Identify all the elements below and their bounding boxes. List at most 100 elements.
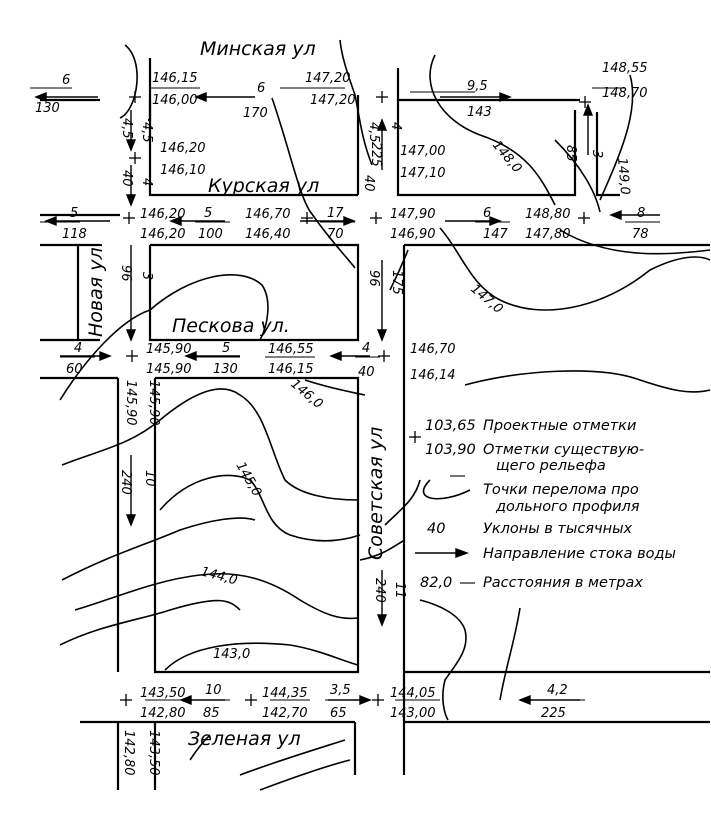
street-labels: Минская ул Курская ул Пескова ул. Новая …: [85, 38, 387, 750]
legend-break-label-1: Точки перелома про: [483, 482, 639, 498]
flow-arrow: [582, 103, 594, 155]
flow-arrow: [376, 260, 388, 342]
elevation-label: 147,10: [400, 166, 446, 181]
contour-top-left: [119, 44, 138, 119]
distance-value: 225: [368, 142, 383, 167]
legend-existing-label-1: Отметки существую-: [483, 442, 644, 458]
elevation-label: 146,55: [268, 342, 314, 357]
slope-value: 6: [257, 81, 265, 96]
contour-zelenaya-1: [189, 734, 211, 761]
flow-arrow: [125, 165, 137, 207]
contour-144-left: [61, 517, 256, 581]
contour-144: [74, 572, 359, 620]
elevation-label: 146,15: [152, 71, 198, 86]
elevation-label: 147,90: [390, 207, 436, 222]
flow-arrow: [44, 215, 110, 227]
contour-147: [439, 227, 711, 311]
legend-distance-label: Расстояния в метрах: [483, 575, 643, 591]
contour-148: [429, 54, 556, 206]
slope-value: 5: [222, 341, 230, 356]
flow-arrow: [440, 91, 512, 103]
contour-label: 148,0: [489, 138, 524, 176]
elevation-label: 146,90: [390, 227, 436, 242]
flow-arrow: [300, 215, 356, 227]
contour-zelenaya-3: [259, 759, 351, 791]
slope-value: 3,5: [330, 683, 351, 698]
elevation-label: 145,90: [146, 362, 192, 377]
flow-arrow: [125, 110, 137, 152]
contour-sov-1: [359, 539, 406, 561]
distance-value: 10: [142, 470, 157, 487]
slope-value: 4,5: [119, 118, 134, 139]
street-kurskaya: Курская ул: [208, 175, 319, 197]
break-point-cross: [120, 694, 132, 706]
elevation-label: 145,90: [146, 380, 161, 426]
break-point-crosses: [120, 91, 591, 706]
contour-143-a: [59, 599, 241, 646]
elevation-label: 142,80: [140, 706, 186, 721]
contour-label: 149,0: [614, 157, 632, 195]
flow-arrow: [329, 350, 370, 362]
elevation-label: 143,50: [140, 686, 186, 701]
contour-zelenaya-2: [239, 739, 346, 776]
legend-slope-value: 40: [427, 521, 445, 537]
contour-lines: [59, 39, 711, 791]
distance-value: 70: [327, 227, 344, 242]
distance-value: 40: [119, 170, 134, 187]
elevation-label: 146,70: [410, 342, 456, 357]
legend-existing-value: 103,90: [425, 442, 476, 458]
flow-arrow: [60, 350, 112, 362]
slope-value: 4,2: [547, 683, 568, 698]
legend-existing-label-2: щего рельефа: [496, 458, 606, 474]
distance-value: 65: [330, 706, 347, 721]
break-point-cross: [129, 152, 141, 164]
slope-value: 5: [204, 206, 212, 221]
contour-148-2: [554, 139, 601, 213]
block-kurskaya-north: [148, 100, 358, 197]
street-peskova: Пескова ул.: [172, 315, 290, 337]
break-point-cross: [578, 212, 590, 224]
contour-147-2: [559, 229, 711, 255]
flow-arrow: [376, 570, 388, 627]
slope-value: 96: [366, 270, 381, 287]
street-zelenaya: Зеленая ул: [188, 728, 301, 750]
elevation-label: 146,70: [245, 207, 291, 222]
break-point-cross: [376, 91, 388, 103]
break-point-cross: [372, 694, 384, 706]
elevation-label: 144,35: [262, 686, 308, 701]
distance-value: 170: [243, 106, 268, 121]
elevation-label: 143,50: [146, 730, 161, 776]
street-novaya: Новая ул.: [85, 241, 107, 337]
elevation-label: 147,00: [400, 144, 446, 159]
elevation-labels: 146,15 146,00 147,20 147,20 148,55 148,7…: [121, 61, 648, 776]
contour-legend-link: [422, 479, 471, 500]
distance-value: 11: [392, 582, 407, 599]
elevation-label: 147,20: [310, 93, 356, 108]
elevation-label: 142,80: [121, 730, 136, 776]
elevation-label: 148,80: [525, 207, 571, 222]
legend-project-label: Проектные отметки: [483, 418, 636, 434]
contour-label: 146,0: [287, 377, 325, 412]
flow-arrow: [125, 455, 137, 527]
slope-value: 240: [118, 470, 133, 495]
slope-fraction-lines: [30, 87, 660, 701]
legend: 103,65 Проектные отметки 103,90 Отметки …: [420, 418, 676, 591]
contour-label: 143,0: [213, 647, 250, 662]
street-sovetskaya: Советская ул: [365, 427, 387, 560]
elevation-label: 145,90: [123, 380, 138, 426]
contour-145: [159, 474, 361, 542]
contour-label: 145,0: [233, 460, 265, 500]
slope-value: 85: [563, 145, 578, 162]
flow-arrow: [184, 350, 240, 362]
legend-flow-arrow: [415, 548, 470, 558]
distance-value: 60: [66, 362, 83, 377]
legend-flow-label: Направление стока воды: [483, 546, 676, 562]
elevation-label: 146,10: [160, 163, 206, 178]
distance-value: 100: [198, 227, 223, 242]
slope-value: 10: [205, 683, 222, 698]
street-minskaya: Минская ул: [200, 38, 316, 60]
elevation-label: 146,15: [268, 362, 314, 377]
slope-value: 6: [483, 206, 491, 221]
elevation-label: 146,40: [245, 227, 291, 242]
